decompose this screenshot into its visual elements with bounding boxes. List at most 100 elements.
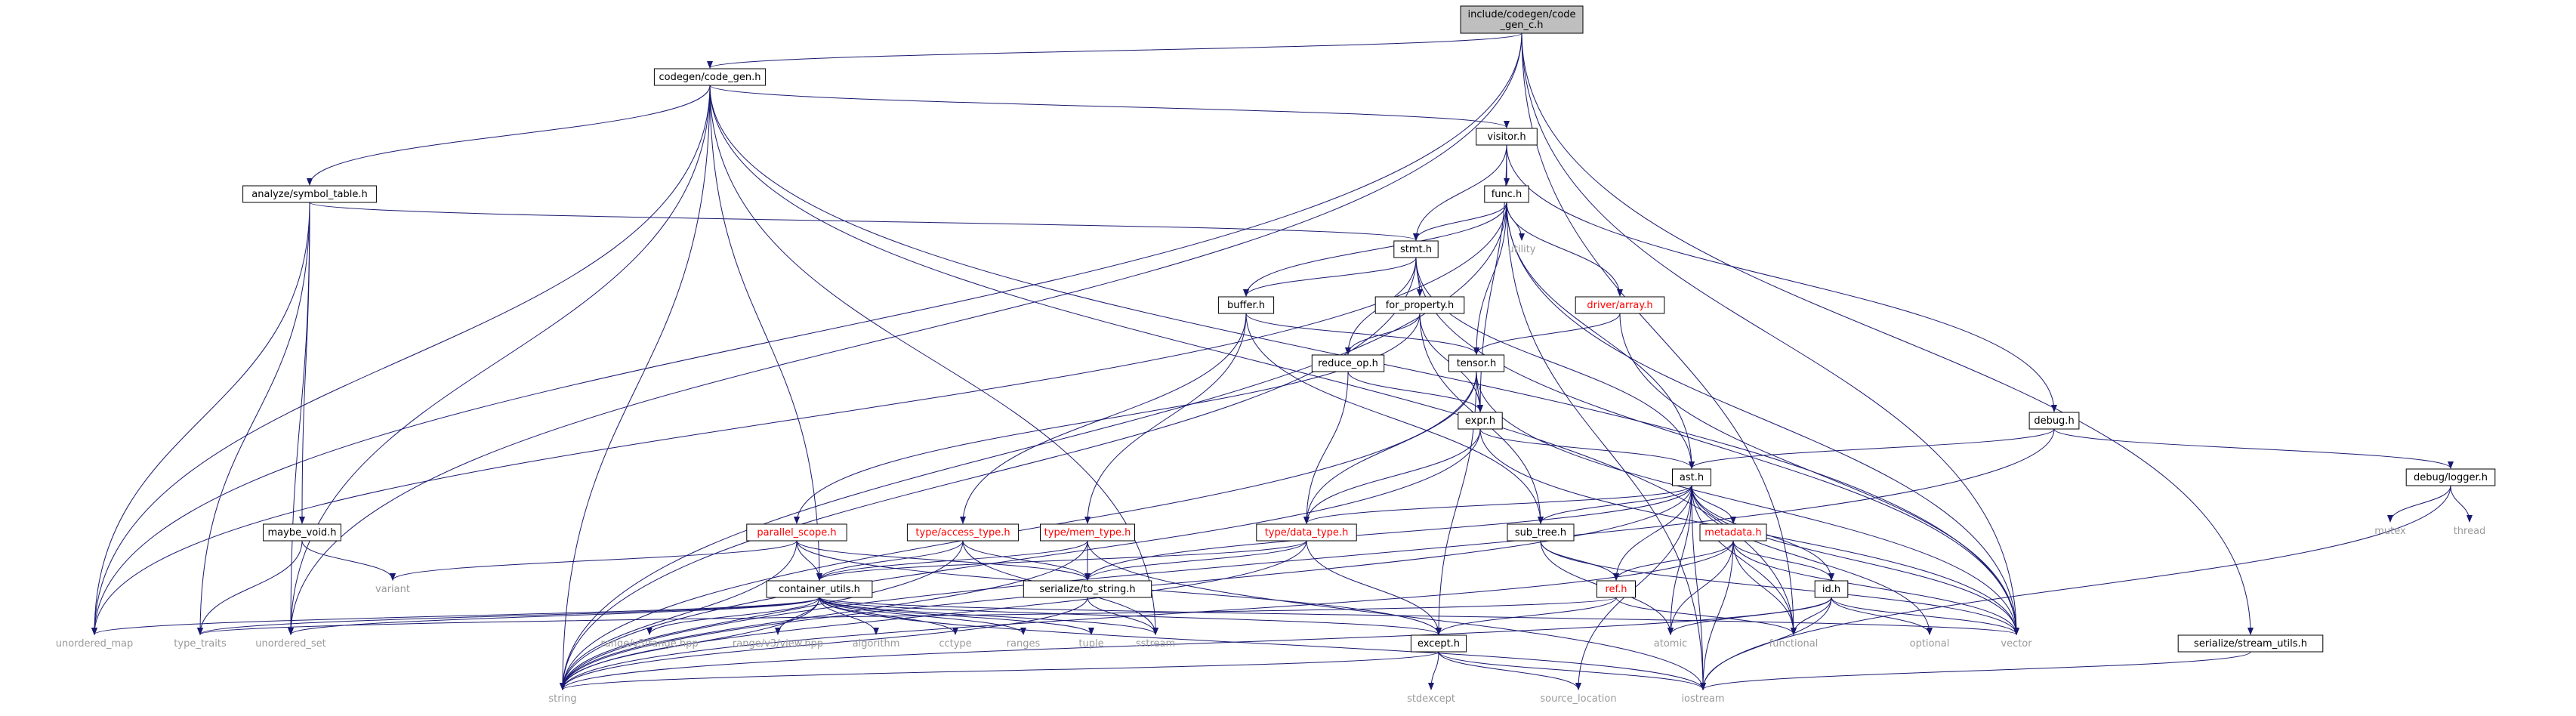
edge-metadata-to-id bbox=[1732, 540, 1834, 581]
edge-metadata-to-iostream bbox=[1700, 540, 1734, 690]
edge-stream-utils-to-iostream bbox=[1700, 651, 2251, 690]
edge-metadata-to-vector bbox=[1732, 540, 2019, 635]
edge-debug-to-ast bbox=[1689, 428, 2055, 469]
node-parallel-scope[interactable]: parallel_scope.h bbox=[746, 523, 847, 542]
node-label: iostream bbox=[1681, 693, 1724, 705]
edge-except-to-iostream bbox=[1438, 651, 1706, 690]
node-label: range/v3/view.hpp bbox=[733, 638, 823, 650]
edge-debug-to-string bbox=[560, 428, 2055, 690]
node-stream-utils[interactable]: serialize/stream_utils.h bbox=[2177, 634, 2324, 653]
node-expr[interactable]: expr.h bbox=[1458, 412, 1503, 430]
edge-sub-tree-to-vector bbox=[1540, 540, 2019, 635]
node-root[interactable]: include/codegen/code_gen_c.h bbox=[1460, 5, 1584, 34]
node-box bbox=[1410, 634, 1467, 653]
node-stmt[interactable]: stmt.h bbox=[1393, 240, 1439, 258]
node-label: mutex bbox=[2374, 526, 2406, 537]
node-label: type/data_type.h bbox=[1265, 527, 1349, 539]
edge-id-to-iostream bbox=[1700, 597, 1832, 690]
node-label: func.h bbox=[1492, 189, 1522, 200]
node-label: sstream bbox=[1136, 638, 1175, 650]
edge-parallel-scope-to-serialize-to-string bbox=[796, 540, 1091, 581]
node-label: thread bbox=[2454, 526, 2486, 537]
node-box bbox=[263, 523, 341, 542]
edge-metadata-to-atomic bbox=[1667, 540, 1734, 635]
node-data-type[interactable]: type/data_type.h bbox=[1256, 523, 1357, 542]
edge-access-type-to-string bbox=[560, 540, 964, 690]
edge-visitor-to-debug bbox=[1506, 144, 2057, 412]
edge-id-to-optional bbox=[1831, 597, 1933, 635]
node-metadata[interactable]: metadata.h bbox=[1699, 523, 1767, 542]
node-unordered-map: unordered_map bbox=[56, 638, 134, 650]
node-label: source_location bbox=[1540, 693, 1616, 705]
edge-reduce-op-to-data-type bbox=[1303, 371, 1349, 524]
node-label: vector bbox=[2001, 638, 2032, 650]
edge-debug-logger-to-thread bbox=[2450, 485, 2473, 523]
edge-code-gen-to-visitor bbox=[709, 85, 1510, 128]
node-except[interactable]: except.h bbox=[1410, 634, 1467, 653]
node-mem-type[interactable]: type/mem_type.h bbox=[1040, 523, 1135, 542]
node-label: range/v3/range.hpp bbox=[600, 638, 698, 650]
node-label: stdexcept bbox=[1407, 693, 1455, 705]
edge-except-to-string bbox=[560, 651, 1439, 690]
edge-container-utils-to-algorithm bbox=[819, 597, 879, 635]
node-reduce-op[interactable]: reduce_op.h bbox=[1311, 354, 1385, 372]
node-for-property[interactable]: for_property.h bbox=[1374, 296, 1465, 314]
node-driver-array[interactable]: driver/array.h bbox=[1575, 296, 1665, 314]
edge-root-to-code-gen bbox=[707, 32, 1522, 69]
node-box bbox=[1311, 354, 1385, 372]
edge-ast-to-atomic bbox=[1667, 485, 1692, 635]
edge-except-to-stdexcept bbox=[1428, 651, 1439, 690]
node-label: parallel_scope.h bbox=[757, 527, 836, 539]
node-ast[interactable]: ast.h bbox=[1672, 468, 1711, 486]
node-label: optional bbox=[1910, 638, 1950, 650]
node-maybe-void[interactable]: maybe_void.h bbox=[263, 523, 341, 542]
edge-data-type-to-string bbox=[560, 540, 1307, 690]
edge-buffer-to-tensor bbox=[1245, 313, 1479, 355]
edge-debug-logger-to-mutex bbox=[2387, 485, 2451, 523]
node-box bbox=[1458, 412, 1503, 430]
node-box bbox=[906, 523, 1020, 542]
edge-parallel-scope-to-variant bbox=[390, 540, 797, 581]
edge-expr-to-string bbox=[560, 428, 1481, 690]
node-label: serialize/stream_utils.h bbox=[2194, 638, 2307, 650]
node-visitor[interactable]: visitor.h bbox=[1476, 128, 1538, 146]
node-source-location: source_location bbox=[1540, 693, 1616, 705]
edge-mem-type-to-iostream bbox=[1087, 540, 1706, 690]
dependency-edges bbox=[91, 32, 2473, 690]
edge-for-property-to-reduce-op bbox=[1345, 313, 1421, 355]
node-func[interactable]: func.h bbox=[1484, 185, 1529, 203]
node-tensor[interactable]: tensor.h bbox=[1448, 354, 1505, 372]
node-box bbox=[1575, 296, 1665, 314]
edge-serialize-to-string-to-string bbox=[560, 597, 1088, 690]
node-code-gen[interactable]: codegen/code_gen.h bbox=[653, 68, 767, 86]
node-debug[interactable]: debug.h bbox=[2028, 412, 2080, 430]
node-debug-logger[interactable]: debug/logger.h bbox=[2405, 468, 2496, 486]
node-id[interactable]: id.h bbox=[1814, 580, 1849, 598]
node-label: serialize/to_string.h bbox=[1039, 584, 1135, 595]
node-access-type[interactable]: type/access_type.h bbox=[906, 523, 1020, 542]
edge-buffer-to-sub-tree bbox=[1245, 313, 1544, 524]
node-label: debug/logger.h bbox=[2414, 472, 2488, 483]
edge-id-to-vector bbox=[1831, 597, 2019, 635]
node-label: reduce_op.h bbox=[1318, 358, 1378, 369]
node-symbol-table[interactable]: analyze/symbol_table.h bbox=[242, 185, 377, 203]
node-ref[interactable]: ref.h bbox=[1597, 580, 1636, 598]
node-label: sub_tree.h bbox=[1515, 527, 1566, 539]
node-label: driver/array.h bbox=[1587, 300, 1652, 311]
edge-data-type-to-serialize-to-string bbox=[1084, 540, 1307, 581]
node-serialize-to-string[interactable]: serialize/to_string.h bbox=[1023, 580, 1152, 598]
node-label: container_utils.h bbox=[779, 584, 860, 595]
node-box bbox=[242, 185, 377, 203]
node-buffer[interactable]: buffer.h bbox=[1217, 296, 1275, 314]
edge-ref-to-type-traits bbox=[197, 597, 1617, 635]
node-label: string bbox=[548, 693, 576, 705]
edge-reduce-op-to-expr bbox=[1347, 371, 1483, 412]
edge-stmt-to-buffer bbox=[1243, 257, 1417, 297]
node-container-utils[interactable]: container_utils.h bbox=[766, 580, 873, 598]
node-sub-tree[interactable]: sub_tree.h bbox=[1507, 523, 1575, 542]
edge-stmt-to-vector bbox=[1415, 257, 2019, 635]
node-atomic: atomic bbox=[1654, 638, 1687, 650]
edge-serialize-to-string-to-sstream bbox=[1087, 597, 1158, 635]
node-box bbox=[1507, 523, 1575, 542]
node-label: expr.h bbox=[1465, 415, 1495, 427]
